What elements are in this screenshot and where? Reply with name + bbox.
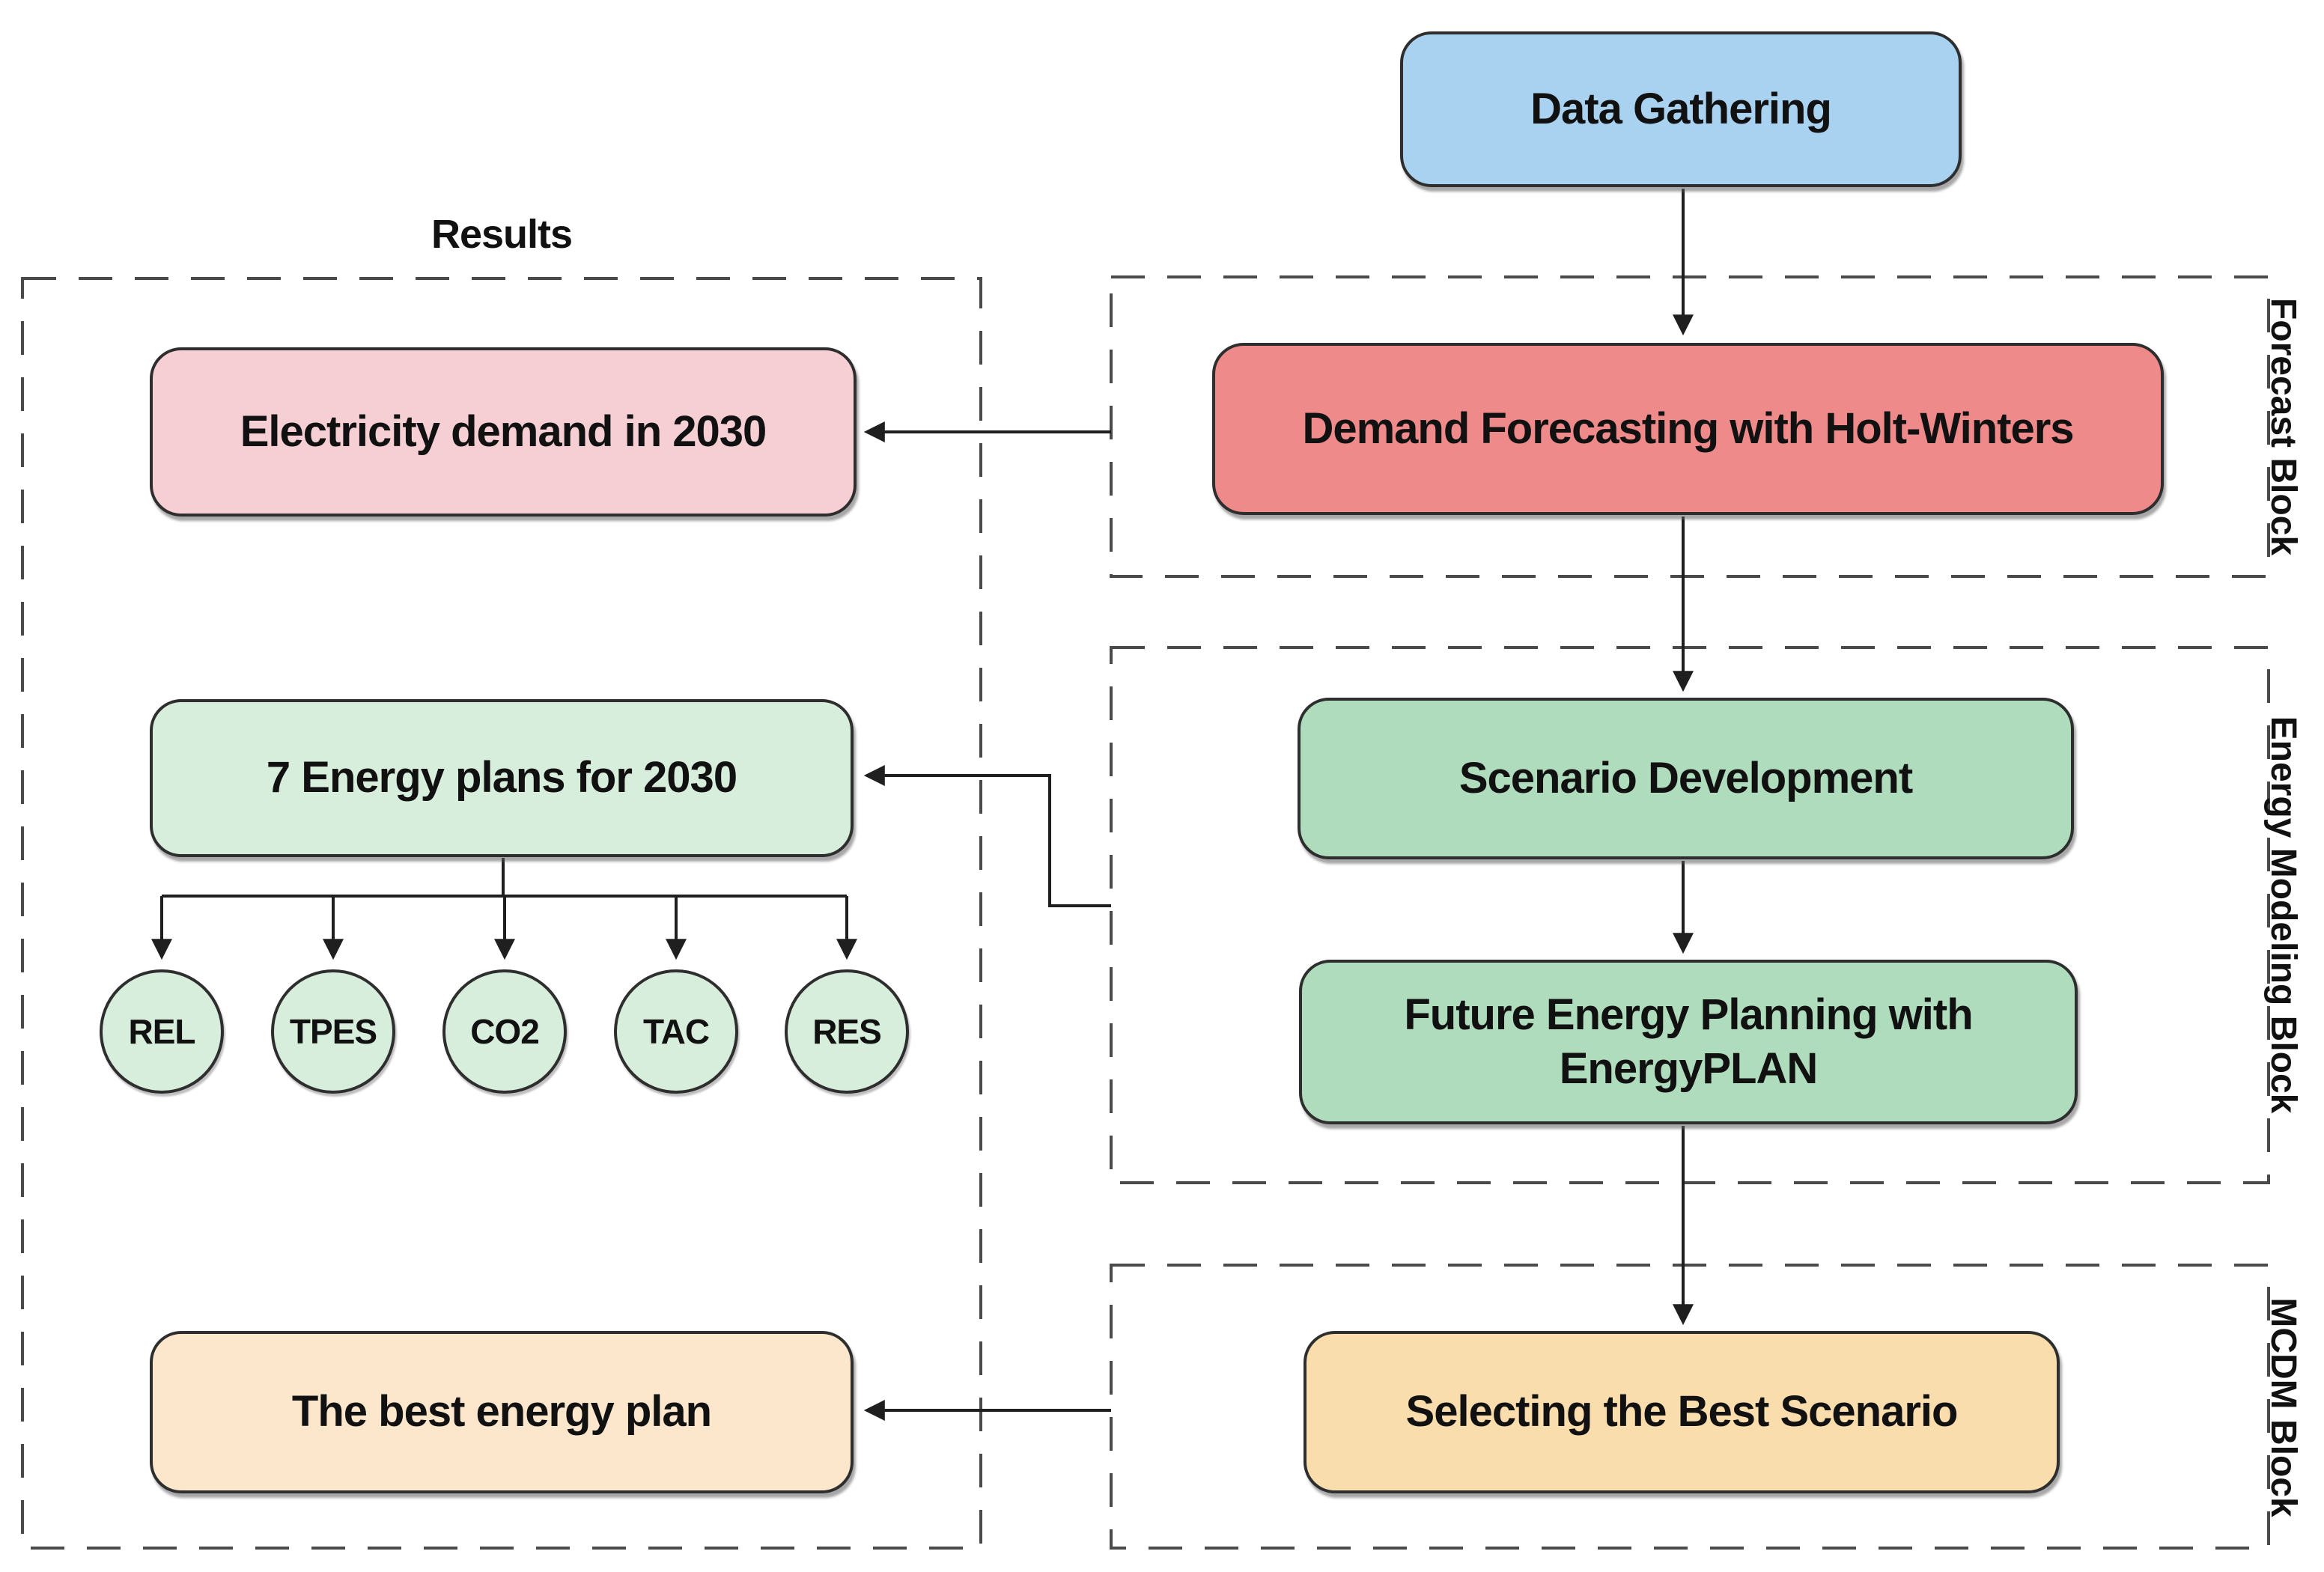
node-future-energy-planning: Future Energy Planning with EnergyPLAN	[1299, 960, 2078, 1124]
forecast-block-border	[1110, 275, 2270, 578]
mcdm-block-label: MCDM Block	[2263, 1297, 2303, 1517]
energy-modeling-block-border	[1110, 646, 2270, 1184]
node-best-energy-plan: The best energy plan	[150, 1331, 854, 1493]
criterion-co2: CO2	[442, 969, 567, 1094]
arrow-modeling-to-energyplans	[863, 765, 1111, 907]
energy-modeling-block-label: Energy Modeling Block	[2263, 716, 2303, 1114]
mcdm-block-border	[1110, 1264, 2270, 1550]
node-selecting-best-scenario: Selecting the Best Scenario	[1304, 1331, 2060, 1493]
criterion-tpes: TPES	[271, 969, 395, 1094]
criterion-rel: REL	[100, 969, 224, 1094]
node-demand-forecasting: Demand Forecasting with Holt-Winters	[1212, 343, 2164, 515]
results-block-border	[21, 277, 982, 1550]
node-data-gathering: Data Gathering	[1400, 31, 1962, 187]
criterion-res: RES	[785, 969, 909, 1094]
results-section-title: Results	[431, 212, 573, 257]
forecast-block-label: Forecast Block	[2263, 297, 2303, 556]
node-scenario-development: Scenario Development	[1298, 698, 2074, 859]
node-energy-plans: 7 Energy plans for 2030	[150, 699, 854, 857]
node-electricity-demand: Electricity demand in 2030	[150, 347, 857, 517]
criterion-tac: TAC	[614, 969, 738, 1094]
